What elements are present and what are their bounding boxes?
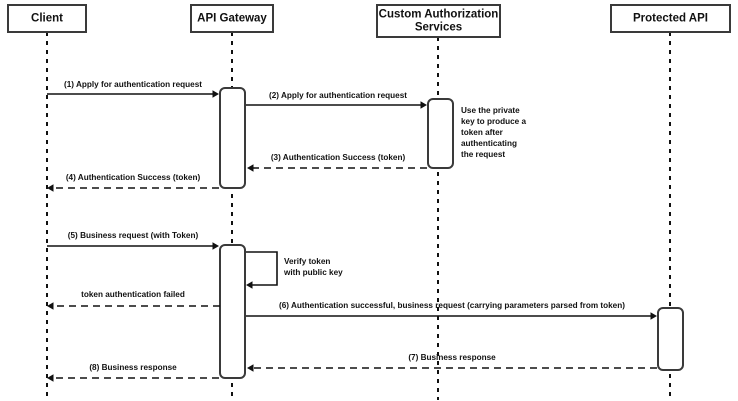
message-label: (4) Authentication Success (token) <box>66 173 201 182</box>
message-arrowhead <box>47 184 54 192</box>
message-label: (2) Apply for authentication request <box>269 91 407 100</box>
actor-boxes-layer: Client API Gateway Custom AuthorizationSer… <box>7 4 731 38</box>
actor-label: Custom Authorization <box>379 9 499 21</box>
message-label: (5) Business request (with Token) <box>68 231 199 240</box>
activations-layer <box>219 87 684 379</box>
message-arrowhead <box>47 374 54 382</box>
note-line: Use the private <box>461 106 520 115</box>
msg-auth-success-authsvc-to-gateway: (3) Authentication Success (token) <box>247 153 427 172</box>
actor-label: Client <box>31 13 63 25</box>
msg-business-request-client-to-gateway: (5) Business request (with Token) <box>47 231 219 250</box>
note-line: key to produce a <box>461 117 527 126</box>
message-arrowhead <box>650 312 657 320</box>
message-arrowhead <box>212 90 219 98</box>
activation-bar-protected-api <box>657 307 684 371</box>
message-label: (1) Apply for authentication request <box>64 80 202 89</box>
msg-apply-auth-client-to-gateway: (1) Apply for authentication request <box>47 80 219 98</box>
note-line: the request <box>461 150 505 159</box>
self-message-label-line: with public key <box>283 268 343 277</box>
message-arrowhead <box>247 164 254 172</box>
msg-auth-success-gateway-to-client: (4) Authentication Success (token) <box>47 173 219 192</box>
message-arrowhead <box>247 364 254 372</box>
msg-business-response-protected-api-to-gateway: (7) Business response <box>247 353 657 372</box>
msg-token-auth-failed: token authentication failed <box>47 290 220 310</box>
actor-box-client[interactable]: Client <box>7 4 87 33</box>
note-line: authenticating <box>461 139 517 148</box>
note-private-key: Use the private key to produce a token aft… <box>461 106 527 159</box>
actor-label: Protected API <box>633 13 708 25</box>
messages-layer: (1) Apply for authentication request (2) … <box>47 80 657 382</box>
msg-apply-auth-gateway-to-authsvc: (2) Apply for authentication request <box>246 91 427 109</box>
msg-auth-successful-gateway-to-protected-api: (6) Authentication successful, business … <box>246 301 657 320</box>
message-arrowhead <box>47 302 54 310</box>
message-label: (8) Business response <box>89 363 177 372</box>
actor-box-rect <box>190 4 274 33</box>
self-msg-verify-token: Verify token with public key <box>246 251 343 289</box>
notes-layer: Use the private key to produce a token aft… <box>461 106 527 159</box>
actor-box-rect <box>610 4 731 33</box>
message-arrowhead <box>420 101 427 109</box>
activation-bar-api-gateway <box>219 87 246 189</box>
actor-box-protected-api[interactable]: Protected API <box>610 4 731 33</box>
actor-box-rect <box>376 4 501 38</box>
activation-bar-custom-authorization-services <box>427 98 454 169</box>
message-label: (6) Authentication successful, business … <box>279 301 625 310</box>
activation-bar-api-gateway <box>219 244 246 379</box>
actor-label: Services <box>415 22 462 34</box>
note-line: token after <box>461 128 504 137</box>
actor-label: API Gateway <box>197 13 267 25</box>
actor-box-rect <box>7 4 87 33</box>
self-message-path <box>246 251 278 286</box>
message-arrowhead <box>212 242 219 250</box>
message-label: (3) Authentication Success (token) <box>271 153 406 162</box>
self-message-label-line: Verify token <box>284 257 330 266</box>
self-message-arrowhead <box>246 281 253 289</box>
actor-box-api-gateway[interactable]: API Gateway <box>190 4 274 33</box>
message-label: (7) Business response <box>408 353 496 362</box>
msg-business-response-gateway-to-client: (8) Business response <box>47 363 219 382</box>
message-label: token authentication failed <box>81 290 185 299</box>
